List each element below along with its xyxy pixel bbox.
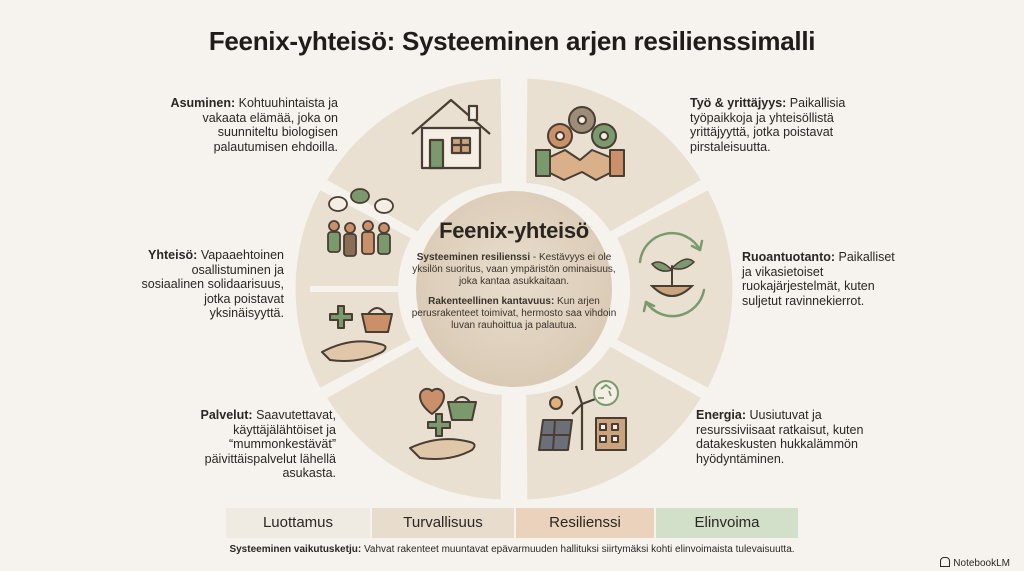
notebooklm-brand: NotebookLM [940,557,1010,569]
housing-description: Asuminen: Kohtuuhintaista ja vakaata elä… [170,96,338,154]
renewable-energy-icon [538,380,627,451]
band-vitality: Elinvoima [656,508,798,538]
food-description: Ruoantuotanto: Paikalliset ja vikasietoi… [742,250,895,308]
work-description: Työ & yrittäjyys: Paikallisia työpaikkoj… [690,96,846,154]
care-basket-hand-icon [321,305,393,362]
energy-description: Energia: Uusiutuvat ja resurssiviisaat r… [696,408,864,466]
impact-chain-footer: Systeeminen vaikutusketju: Vahvat rakent… [229,544,795,555]
heart-basket-hand-icon [409,387,477,460]
band-resilience: Resilienssi [516,508,654,538]
segment-services [318,338,508,506]
community-description: Yhteisö: Vapaaehtoinen osallistuminen ja… [141,248,284,320]
people-group-icon [327,188,394,257]
sprout-cycle-icon [638,231,706,318]
notebooklm-logo-icon [940,557,951,567]
gears-handshake-icon [535,106,625,181]
center-paragraph-resilience: Systeeminen resilienssi - Kestävyys ei o… [412,252,616,287]
band-trust: Luottamus [226,508,370,538]
page-title: Feenix-yhteisö: Systeeminen arjen resili… [208,26,816,56]
center-title: Feenix-yhteisö [439,218,589,243]
services-description: Palvelut: Saavutettavat, käyttäjälähtöis… [200,408,337,480]
center-circle [412,187,616,391]
band-security: Turvallisuus [372,508,514,538]
center-content: Feenix-yhteisö Systeeminen resilienssi -… [402,218,626,340]
house-icon [411,98,491,170]
center-paragraph-capacity: Rakenteellinen kantavuus: Kun arjen peru… [411,296,617,331]
